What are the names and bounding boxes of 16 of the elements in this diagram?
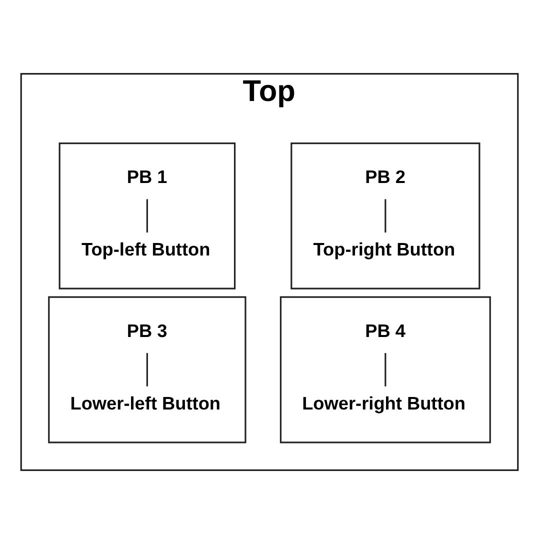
node-text: PB 1 bbox=[126, 166, 168, 186]
node-text: Lower-right Button bbox=[302, 392, 466, 413]
cluster bbox=[280, 296, 491, 443]
connector bbox=[384, 198, 386, 232]
node-text: PB 3 bbox=[126, 320, 168, 340]
cluster bbox=[58, 142, 236, 289]
node-text: Top-right Button bbox=[313, 239, 456, 260]
cluster bbox=[290, 142, 480, 289]
node-text: Top-left Button bbox=[81, 239, 210, 260]
connector bbox=[146, 352, 148, 386]
node-text: PB 2 bbox=[365, 166, 406, 186]
connector bbox=[146, 198, 148, 232]
node-text: PB 4 bbox=[365, 320, 406, 340]
node-text: Lower-left Button bbox=[70, 392, 221, 413]
cluster bbox=[48, 296, 246, 443]
connector bbox=[384, 352, 386, 386]
